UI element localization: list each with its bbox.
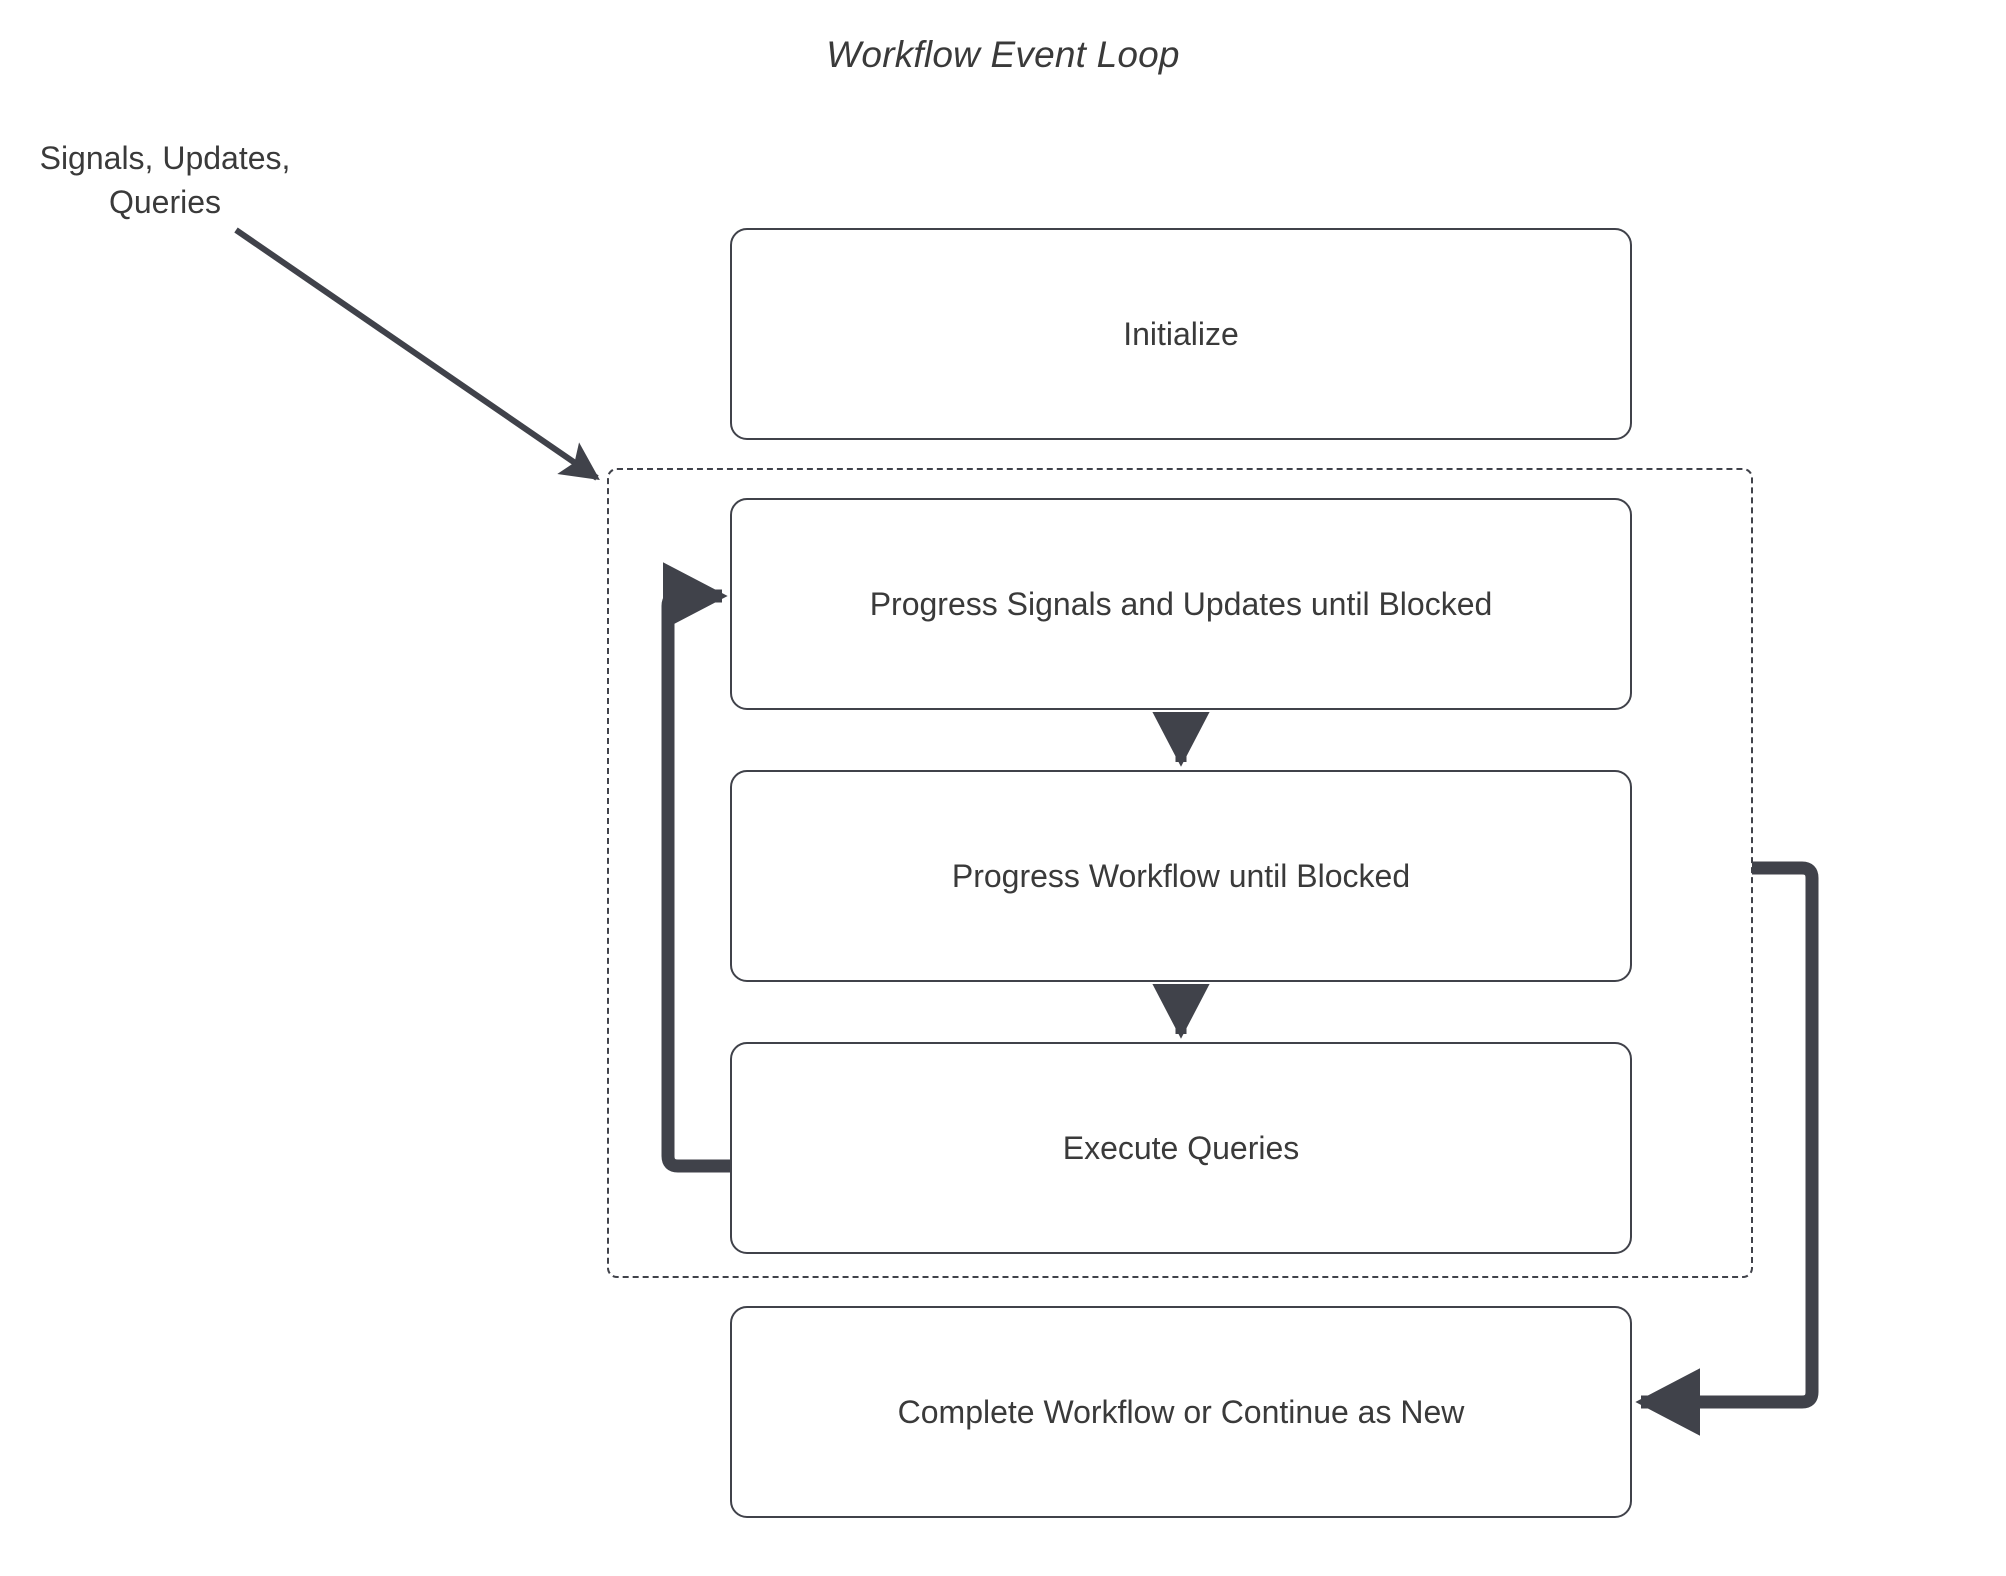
edge-signals-into-loop (234, 227, 600, 481)
node-initialize-label: Initialize (1123, 316, 1239, 352)
node-execute-queries-label: Execute Queries (1062, 1130, 1300, 1166)
edge-loop-to-complete (1635, 861, 1819, 1436)
edge-eq-back-to-su (661, 562, 730, 1173)
node-progress-workflow[interactable]: Progress Workflow until Blocked (730, 770, 1632, 982)
diagram-title: Workflow Event Loop (826, 34, 1180, 75)
node-initialize[interactable]: Initialize (730, 228, 1632, 440)
node-progress-workflow-label: Progress Workflow until Blocked (951, 858, 1411, 894)
node-complete-workflow[interactable]: Complete Workflow or Continue as New (730, 1306, 1632, 1518)
event-loop-group-boundary (607, 468, 1753, 1278)
external-input-label: Signals, Updates, Queries (39, 140, 291, 220)
node-progress-signals-updates-label: Progress Signals and Updates until Block… (869, 586, 1493, 622)
node-complete-workflow-label: Complete Workflow or Continue as New (897, 1394, 1465, 1430)
node-progress-signals-updates[interactable]: Progress Signals and Updates until Block… (730, 498, 1632, 710)
node-execute-queries[interactable]: Execute Queries (730, 1042, 1632, 1254)
